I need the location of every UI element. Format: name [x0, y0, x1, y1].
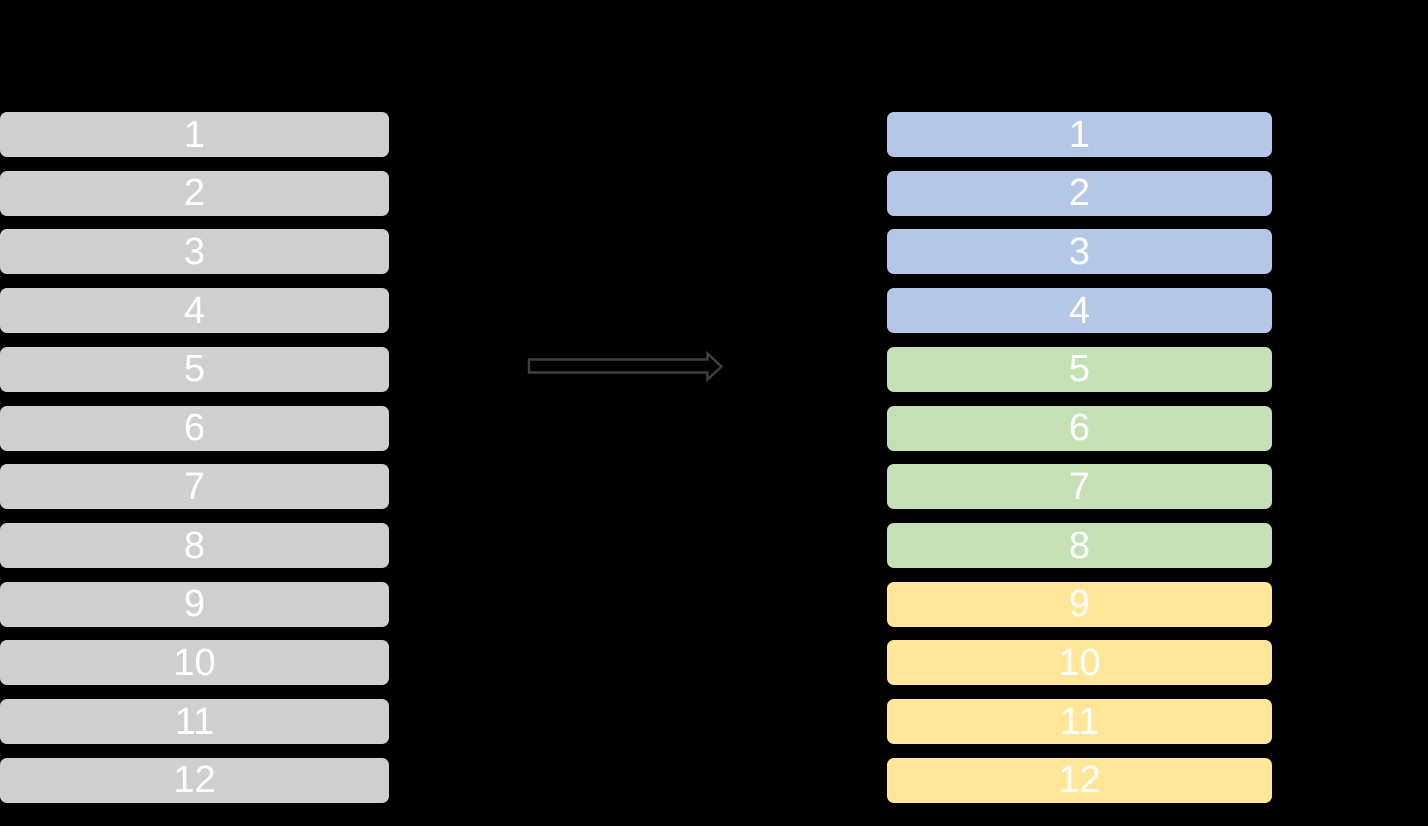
source-item-4: 4	[0, 288, 389, 334]
source-item-1: 1	[0, 112, 389, 157]
result-item-10: 10	[887, 640, 1272, 686]
result-item-7: 7	[887, 464, 1272, 510]
source-item-7: 7	[0, 464, 389, 510]
result-item-5: 5	[887, 346, 1272, 392]
source-item-12: 12	[0, 757, 389, 803]
source-item-10: 10	[0, 640, 389, 686]
source-list: 1 2 3 4 5 6 7 8 9 10 11 12	[0, 112, 389, 803]
source-item-2: 2	[0, 170, 389, 216]
result-item-9: 9	[887, 581, 1272, 627]
result-item-1: 1	[887, 112, 1272, 157]
source-item-6: 6	[0, 405, 389, 451]
result-item-2: 2	[887, 170, 1272, 216]
source-item-8: 8	[0, 523, 389, 569]
result-item-6: 6	[887, 405, 1272, 451]
result-item-4: 4	[887, 288, 1272, 334]
source-item-3: 3	[0, 229, 389, 275]
source-item-5: 5	[0, 346, 389, 392]
source-item-9: 9	[0, 581, 389, 627]
result-item-12: 12	[887, 757, 1272, 803]
right-arrow-outline	[527, 351, 724, 382]
result-item-11: 11	[887, 699, 1272, 745]
source-item-11: 11	[0, 699, 389, 745]
grouped-list: 1 2 3 4 5 6 7 8 9 10 11 12	[887, 112, 1272, 803]
result-item-3: 3	[887, 229, 1272, 275]
result-item-8: 8	[887, 523, 1272, 569]
right-arrow-icon	[527, 351, 724, 382]
